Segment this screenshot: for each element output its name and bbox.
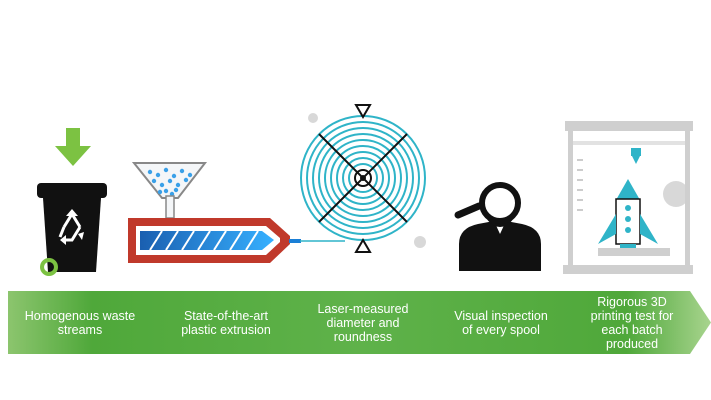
banner-arrow-shape bbox=[8, 291, 711, 354]
process-illustrations bbox=[37, 104, 693, 276]
step-label-waste-streams: Homogenous waste streams bbox=[24, 308, 136, 337]
step-label-extrusion: State-of-the-art plastic extrusion bbox=[181, 308, 271, 337]
step-label-laser-measured: Laser-measured diameter and roundness bbox=[317, 301, 409, 344]
inspector-magnifier-icon bbox=[454, 182, 541, 271]
step-label-visual-inspection: Visual inspection of every spool bbox=[454, 308, 548, 337]
process-banner: Homogenous waste streams State-of-the-ar… bbox=[0, 291, 711, 354]
filament-spool-icon bbox=[300, 104, 426, 253]
recycling-bin-icon bbox=[37, 128, 107, 276]
plastic-extruder-icon bbox=[128, 162, 345, 263]
step-label-printing-test: Rigorous 3D printing test for each batch… bbox=[590, 294, 674, 351]
3d-printer-icon bbox=[563, 121, 693, 274]
